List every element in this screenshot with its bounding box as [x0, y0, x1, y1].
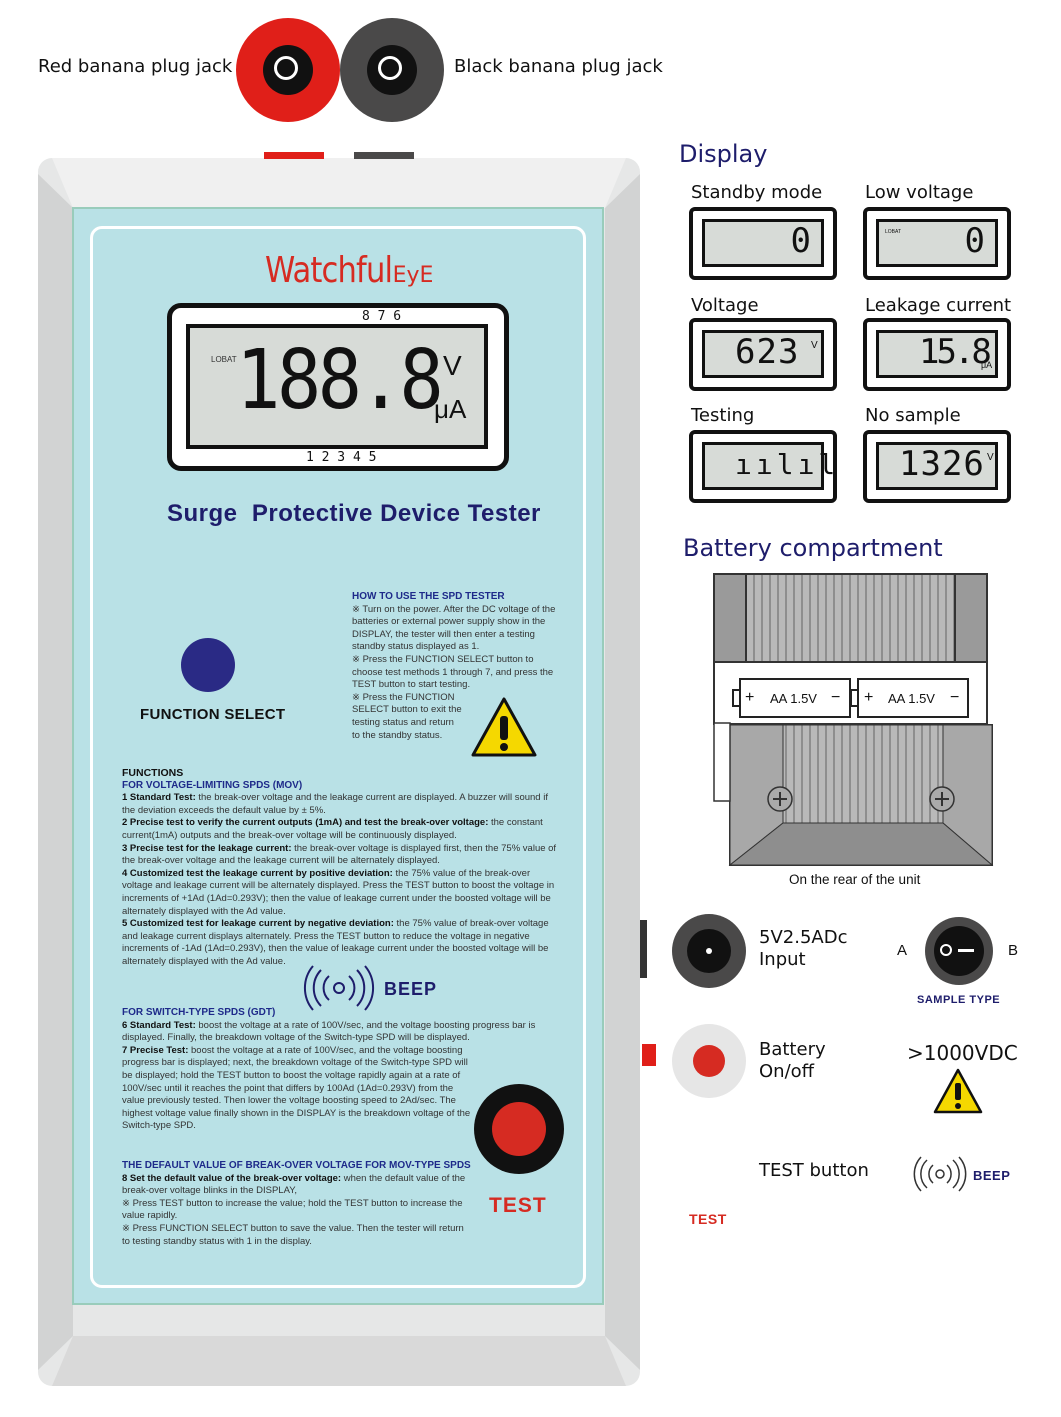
test-label: TEST — [489, 1194, 547, 1217]
beep-label: BEEP — [384, 979, 438, 999]
functions-title: FUNCTIONS — [122, 767, 184, 779]
warning-icon — [471, 697, 537, 757]
mov-heading: FOR VOLTAGE-LIMITING SPDS (MOV) — [122, 779, 303, 791]
battery-cell-minus: − — [831, 689, 841, 706]
test-button[interactable] — [474, 1084, 564, 1174]
beep-icon — [303, 965, 375, 1011]
device-title: Surge Protective Device Tester — [167, 500, 541, 527]
display-caption: No sample — [865, 405, 961, 426]
display-caption: Leakage current — [865, 295, 1012, 316]
sample-type-switch[interactable] — [925, 917, 993, 985]
high-voltage-warning-icon — [933, 1068, 983, 1114]
gdt-section: FOR SWITCH-TYPE SPDS (GDT) 6 Standard Te… — [122, 1007, 535, 1133]
red-banana-jack[interactable] — [236, 18, 340, 122]
battery-cell-plus: + — [864, 689, 874, 706]
switch-label-b: B — [1008, 942, 1019, 959]
test-legend-label: TEST — [689, 1211, 727, 1227]
beep-legend-label: BEEP — [973, 1168, 1011, 1183]
battery-switch-label: Battery On/off — [759, 1039, 826, 1082]
function-7: 7 Precise Test: boost the voltage at a r… — [122, 1044, 471, 1132]
brand-logo: WatchfulEyE — [265, 250, 434, 291]
howto-section: HOW TO USE THE SPD TESTER ※ Turn on the … — [352, 591, 564, 742]
rear-note: On the rear of the unit — [789, 872, 921, 887]
howto-title: HOW TO USE THE SPD TESTER — [352, 591, 505, 602]
lcd-markers-top: 8 7 6 — [362, 309, 402, 324]
function-8: 8 Set the default value of the break-ove… — [122, 1172, 466, 1197]
howto-step-1: ※ Turn on the power. After the DC voltag… — [352, 603, 556, 653]
function-1: 1 Standard Test: the break-over voltage … — [122, 792, 548, 816]
case-bevels — [38, 158, 640, 1386]
display-voltage: 623 V — [689, 318, 837, 391]
dc-input-label: 5V2.5ADc Input — [759, 927, 848, 970]
display-caption: Voltage — [691, 295, 759, 316]
black-jack-label: Black banana plug jack — [454, 56, 663, 77]
battery-switch-side — [642, 1044, 656, 1066]
switch-label-a: A — [897, 942, 908, 959]
black-banana-jack[interactable] — [340, 18, 444, 122]
lcd-digits: 188.8 — [236, 333, 444, 428]
function-3: 3 Precise test for the leakage current: … — [122, 842, 557, 867]
function-5: 5 Customized test for leakage current by… — [122, 918, 549, 967]
function-select-label: FUNCTION SELECT — [140, 706, 286, 723]
howto-step-2: ※ Press the FUNCTION SELECT button to ch… — [352, 653, 554, 691]
battery-cell-label: AA 1.5V — [888, 691, 935, 706]
jack-slot-red — [264, 152, 324, 159]
function-select-button[interactable] — [181, 638, 235, 692]
display-caption: Standby mode — [691, 182, 823, 203]
dc-input-jack[interactable] — [672, 914, 746, 988]
function-8-step-a: ※ Press TEST button to increase the valu… — [122, 1197, 463, 1222]
functions-section: FUNCTIONS FOR VOLTAGE-LIMITING SPDS (MOV… — [122, 767, 562, 969]
jack-slot-black — [354, 152, 414, 159]
test-button-legend: TEST button — [759, 1160, 869, 1181]
display-caption: Testing — [691, 405, 755, 426]
sample-type-label: SAMPLE TYPE — [917, 994, 1001, 1006]
function-4: 4 Customized test the leakage current by… — [122, 867, 555, 917]
red-jack-label: Red banana plug jack — [38, 56, 233, 77]
display-caption: Low voltage — [865, 182, 974, 203]
battery-cell-plus: + — [745, 689, 755, 706]
display-title: Display — [679, 140, 768, 168]
display-standby: 0 — [689, 207, 837, 280]
default-heading: THE DEFAULT VALUE OF BREAK-OVER VOLTAGE … — [122, 1160, 471, 1171]
lcd-markers-bottom: 1 2 3 4 5 — [306, 450, 377, 465]
beep-icon-small — [913, 1156, 967, 1192]
function-8-step-b: ※ Press FUNCTION SELECT button to save t… — [122, 1222, 464, 1247]
high-voltage-label: >1000VDC — [907, 1041, 1018, 1065]
lcd-unit-ua: μA — [434, 394, 467, 424]
main-lcd — [167, 303, 509, 471]
function-2: 2 Precise test to verify the current out… — [122, 817, 543, 841]
lcd-lobat: LOBAT — [211, 355, 237, 364]
battery-power-switch[interactable] — [672, 1024, 746, 1098]
default-section: THE DEFAULT VALUE OF BREAK-OVER VOLTAGE … — [122, 1160, 471, 1248]
function-6: 6 Standard Test: boost the voltage at a … — [122, 1019, 536, 1044]
lcd-unit-v: V — [443, 350, 462, 381]
dc-input-socket-side — [640, 920, 647, 978]
battery-title: Battery compartment — [683, 534, 943, 562]
battery-cell-minus: − — [950, 689, 960, 706]
battery-cell-label: AA 1.5V — [770, 691, 817, 706]
howto-step-3: ※ Press the FUNCTION SELECT button to ex… — [352, 691, 462, 741]
display-low-voltage: LOBAT 0 — [863, 207, 1011, 280]
gdt-heading: FOR SWITCH-TYPE SPDS (GDT) — [122, 1007, 276, 1018]
display-no-sample: 1326 V — [863, 430, 1011, 503]
display-testing: ıılıl — [689, 430, 837, 503]
battery-compartment-illustration — [713, 573, 994, 867]
display-leakage-current: 15.8 μA — [863, 318, 1011, 391]
